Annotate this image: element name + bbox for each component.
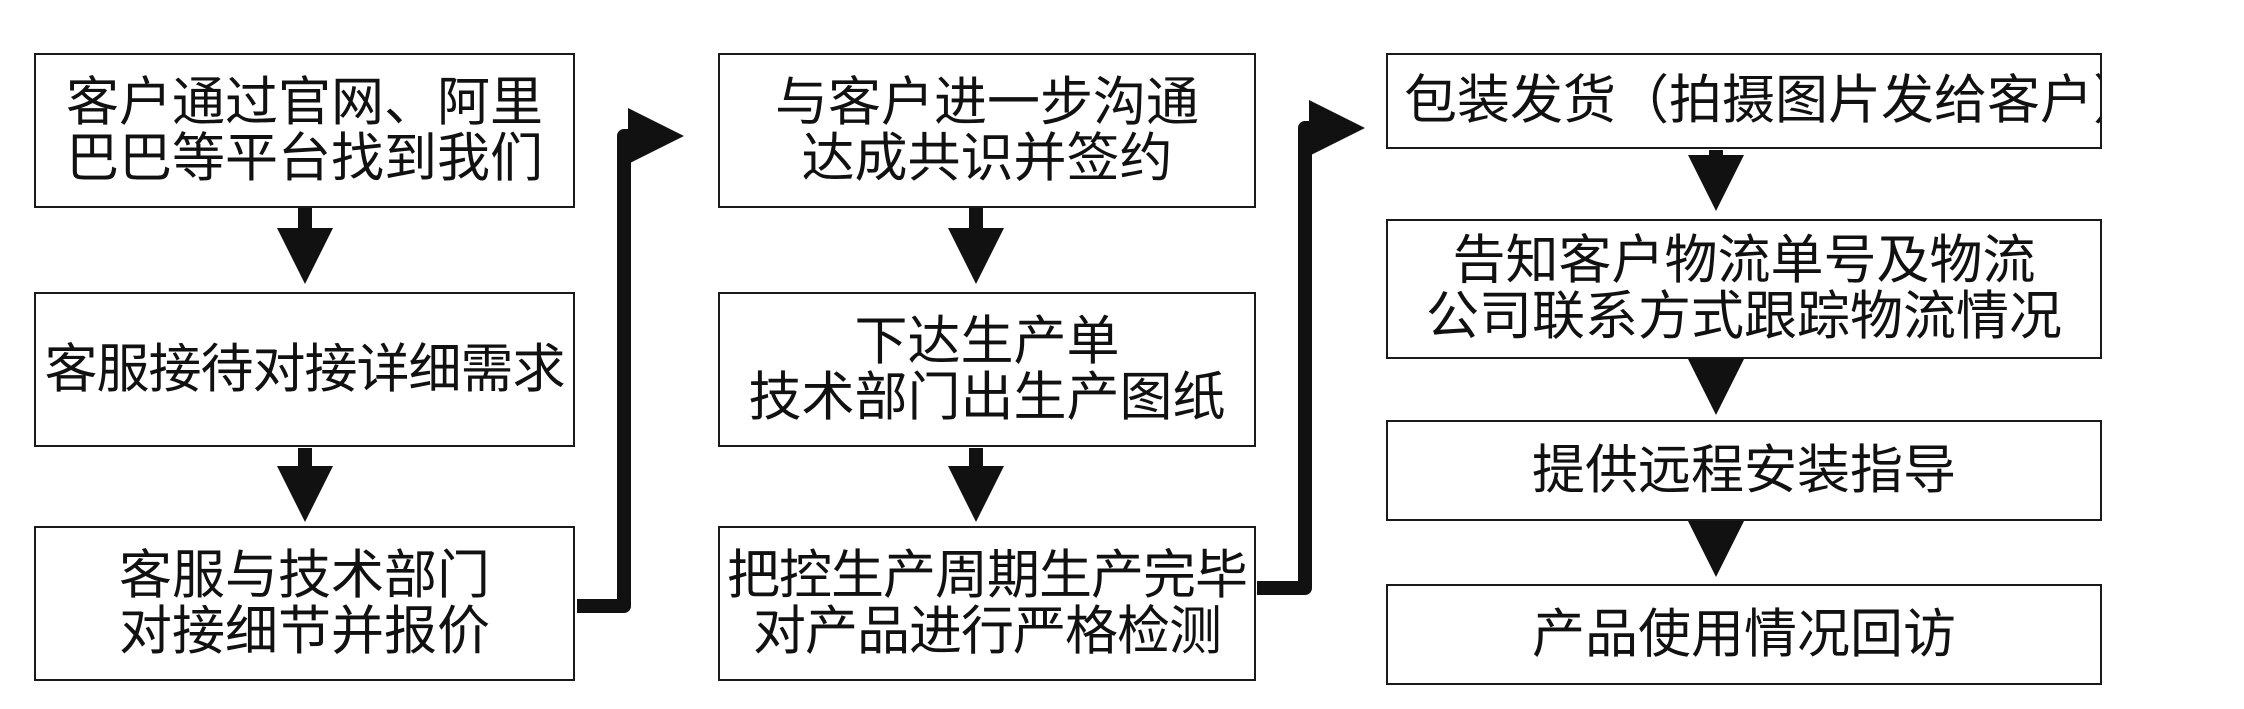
step-production-inspection-text: 把控生产周期生产完毕 对产品进行严格检测 — [727, 544, 1248, 662]
step-follow-up-visit-text: 产品使用情况回访 — [1532, 603, 1956, 665]
step-logistics-tracking-text: 告知客户物流单号及物流 公司联系方式跟踪物流情况 — [1426, 230, 2062, 347]
step-find-us-text: 客户通过官网、阿里 巴巴等平台找到我们 — [66, 71, 543, 189]
step-production-order: 下达生产单 技术部门出生产图纸 — [718, 292, 1256, 447]
arrow-s3-to-s4 — [577, 108, 684, 613]
step-customer-service-reception: 客服接待对接详细需求 — [34, 292, 575, 447]
step-customer-service-reception-text: 客服接待对接详细需求 — [44, 338, 566, 400]
step-sign-contract-text: 与客户进一步沟通 达成共识并签约 — [775, 71, 1199, 189]
step-find-us: 客户通过官网、阿里 巴巴等平台找到我们 — [34, 53, 575, 208]
step-production-order-text: 下达生产单 技术部门出生产图纸 — [748, 310, 1226, 428]
arrow-s6-to-s7 — [1257, 100, 1365, 595]
step-packing-shipping-text: 包装发货（拍摄图片发给客户） — [1404, 70, 2102, 132]
step-remote-installation-text: 提供远程安装指导 — [1532, 439, 1956, 501]
step-remote-installation: 提供远程安装指导 — [1386, 420, 2102, 521]
step-follow-up-visit: 产品使用情况回访 — [1386, 584, 2102, 685]
step-production-inspection: 把控生产周期生产完毕 对产品进行严格检测 — [718, 526, 1256, 681]
step-sign-contract: 与客户进一步沟通 达成共识并签约 — [718, 53, 1256, 208]
step-logistics-tracking: 告知客户物流单号及物流 公司联系方式跟踪物流情况 — [1386, 219, 2102, 359]
step-quote: 客服与技术部门 对接细节并报价 — [34, 526, 575, 681]
step-quote-text: 客服与技术部门 对接细节并报价 — [119, 544, 490, 662]
step-packing-shipping: 包装发货（拍摄图片发给客户） — [1386, 53, 2102, 149]
